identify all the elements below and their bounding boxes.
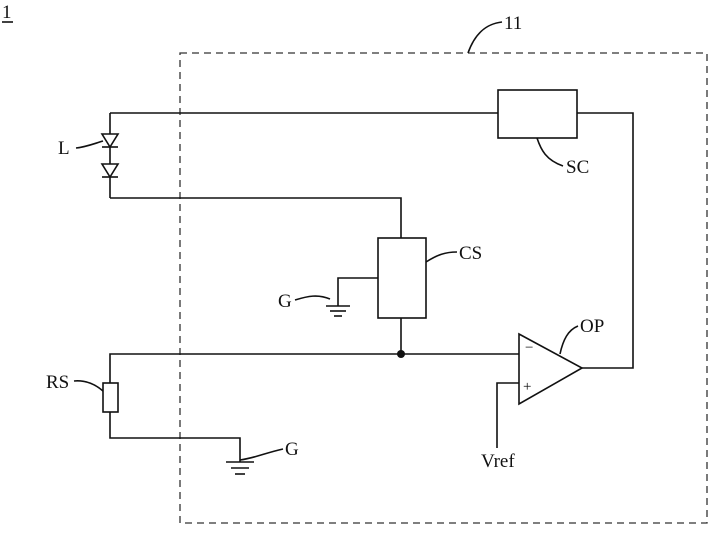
- figure-number: 1: [2, 2, 12, 23]
- block-11-boundary: [179, 52, 708, 524]
- op-plus-sign: +: [523, 379, 531, 395]
- current-source-box: [377, 237, 427, 319]
- vref-wire: [496, 382, 519, 448]
- led-diode-1: [100, 133, 120, 149]
- led-diode-2: [100, 163, 120, 179]
- rs-ground-wire: [109, 412, 241, 462]
- switch-circuit-box: [497, 89, 578, 139]
- wire-led-to-cs: [110, 197, 402, 238]
- sc-label: SC: [566, 157, 589, 178]
- rs-leader: [73, 380, 104, 392]
- cs-leader: [425, 251, 458, 263]
- rs-ground-label: G: [285, 439, 299, 460]
- cs-ground-leader: [294, 295, 331, 301]
- op-amp: [518, 332, 584, 406]
- cs-label: CS: [459, 243, 482, 264]
- rs-label: RS: [46, 372, 69, 393]
- wire-sc-to-op-output: [577, 112, 634, 369]
- vref-label: Vref: [481, 451, 515, 472]
- block-11-label: 11: [504, 13, 522, 34]
- rs-ground-leader: [239, 448, 284, 461]
- sense-resistor: [102, 382, 119, 413]
- led-label: L: [58, 138, 70, 159]
- cs-ground-label: G: [278, 291, 292, 312]
- op-leader: [559, 325, 579, 355]
- sc-leader: [536, 137, 564, 167]
- led-leader: [75, 140, 104, 149]
- wire-node-to-op-minus: [109, 353, 519, 383]
- block-11-leader: [467, 21, 503, 54]
- op-label: OP: [580, 316, 604, 337]
- op-minus-sign: −: [525, 340, 533, 356]
- cs-ground-wire: [337, 277, 378, 306]
